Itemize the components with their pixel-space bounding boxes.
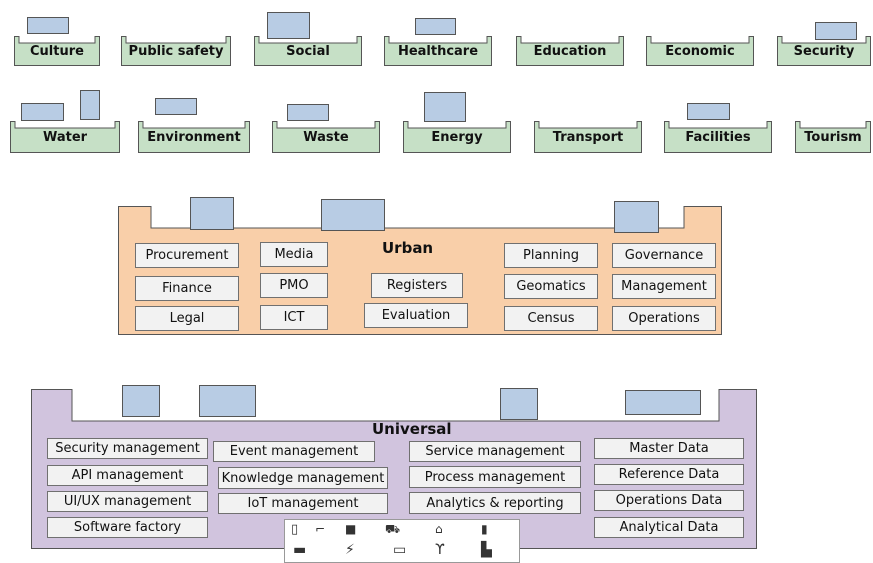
domain-label: Transport xyxy=(552,130,624,145)
universal-item: Event management xyxy=(213,441,375,462)
domain-square xyxy=(415,18,456,35)
domain-tray-security xyxy=(777,36,871,66)
universal-item: IoT management xyxy=(218,493,388,514)
urban-item: Evaluation xyxy=(364,303,468,328)
universal-item: Reference Data xyxy=(594,464,744,485)
domain-tray-energy xyxy=(403,121,511,153)
universal-item: Operations Data xyxy=(594,490,744,511)
domain-tray-public-safety xyxy=(121,36,231,66)
domain-label: Economic xyxy=(665,44,735,59)
domain-square xyxy=(815,22,857,40)
urban-square xyxy=(190,197,234,230)
domain-label: Education xyxy=(533,44,607,59)
domain-tray-healthcare xyxy=(384,36,492,66)
domain-tray-water xyxy=(10,121,120,153)
environment-monitoring-icon: ▮ xyxy=(481,522,488,536)
universal-item: Software factory xyxy=(47,517,208,538)
universal-item: Process management xyxy=(409,466,581,488)
universal-square xyxy=(199,385,256,417)
urban-item: PMO xyxy=(260,273,328,298)
universal-item: Master Data xyxy=(594,438,744,459)
domain-tray-social xyxy=(254,36,362,66)
domain-tray-culture xyxy=(14,36,100,66)
utility-metering-icon: ⌂ xyxy=(435,522,443,536)
domain-square xyxy=(267,12,310,39)
domain-label: Environment xyxy=(147,130,241,145)
universal-square xyxy=(500,388,538,420)
domain-label: Healthcare xyxy=(397,44,479,59)
universal-square xyxy=(625,390,701,415)
domain-square xyxy=(21,103,64,121)
urban-item: Procurement xyxy=(135,243,239,268)
domain-label: Waste xyxy=(303,130,349,145)
display-icon: ▭ xyxy=(393,542,407,558)
urban-square xyxy=(321,199,385,231)
object-tracking-icon: ⛟ xyxy=(385,522,401,536)
domain-label: Energy xyxy=(431,130,483,145)
antenna-icon: ϒ xyxy=(435,542,445,558)
urban-item: Management xyxy=(612,274,716,299)
urban-item: Operations xyxy=(612,306,716,331)
devices-tile: ▯ ⌐ ■ ⛟ ⌂ ▮ ▬ ⚡ ▭ ϒ ▙ xyxy=(284,519,520,563)
domain-label: Facilities xyxy=(685,130,751,145)
domain-tray-economic xyxy=(646,36,754,66)
universal-square xyxy=(122,385,160,417)
domain-square xyxy=(155,98,197,115)
energy-icon: ⚡ xyxy=(345,542,355,558)
domain-label: Security xyxy=(793,44,855,59)
domain-square xyxy=(287,104,329,121)
domain-tray-facilities xyxy=(664,121,772,153)
domain-tray-transport xyxy=(534,121,642,153)
domain-square xyxy=(687,103,730,120)
universal-title: Universal xyxy=(372,420,452,438)
video-security-icon: ⌐ xyxy=(315,522,326,536)
urban-item: Geomatics xyxy=(504,274,598,299)
mobile-icon: ▯ xyxy=(291,522,299,537)
urban-item: Finance xyxy=(135,276,239,301)
universal-item: API management xyxy=(47,465,208,486)
urban-item: Census xyxy=(504,306,598,331)
domain-square xyxy=(80,90,100,120)
urban-item: Governance xyxy=(612,243,716,268)
domain-tray-tourism xyxy=(795,121,871,153)
wearables-icon: ■ xyxy=(345,522,357,536)
universal-item: UI/UX management xyxy=(47,491,208,512)
domain-label: Water xyxy=(42,130,88,145)
domain-tray-waste xyxy=(272,121,380,153)
universal-item: Analytical Data xyxy=(594,517,744,538)
urban-item: Planning xyxy=(504,243,598,268)
domain-tray-environment xyxy=(138,121,250,153)
domain-label: Social xyxy=(286,44,330,59)
universal-item: Security management xyxy=(47,438,208,459)
domain-square xyxy=(424,92,466,122)
car-icon: ▬ xyxy=(293,542,307,558)
urban-item: ICT xyxy=(260,305,328,330)
city-icon: ▙ xyxy=(481,542,492,558)
domain-label: Tourism xyxy=(804,130,862,145)
urban-container xyxy=(118,206,722,335)
domain-tray-education xyxy=(516,36,624,66)
urban-square xyxy=(614,201,659,233)
urban-item: Registers xyxy=(371,273,463,298)
domain-label: Public safety xyxy=(128,44,224,59)
urban-item: Media xyxy=(260,242,328,267)
domain-label: Culture xyxy=(30,44,84,59)
universal-item: Knowledge management xyxy=(218,467,388,489)
urban-item: Legal xyxy=(135,306,239,331)
domain-square xyxy=(27,17,69,34)
urban-title: Urban xyxy=(382,239,434,257)
universal-item: Analytics & reporting xyxy=(409,492,581,514)
universal-item: Service management xyxy=(409,441,581,462)
